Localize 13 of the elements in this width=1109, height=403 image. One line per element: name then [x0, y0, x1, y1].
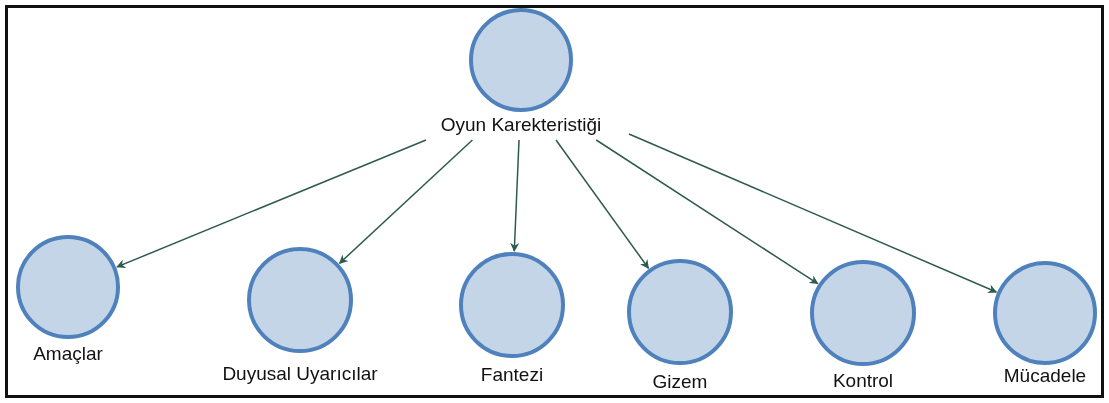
- node-label: Duyusal Uyarıcılar: [222, 363, 378, 385]
- arrow: [510, 139, 520, 252]
- arrow: [628, 133, 998, 293]
- arrow: [338, 139, 474, 264]
- node-label: Kontrol: [832, 370, 894, 392]
- arrow: [555, 139, 650, 269]
- node-label: Amaçlar: [33, 343, 103, 365]
- node-label: Gizem: [652, 371, 708, 393]
- arrow: [595, 139, 819, 285]
- node-label: Oyun Karekteristiği: [440, 114, 602, 136]
- node-label: Fantezi: [480, 364, 544, 386]
- arrow: [116, 139, 427, 268]
- node-label: Mücadele: [1003, 365, 1087, 387]
